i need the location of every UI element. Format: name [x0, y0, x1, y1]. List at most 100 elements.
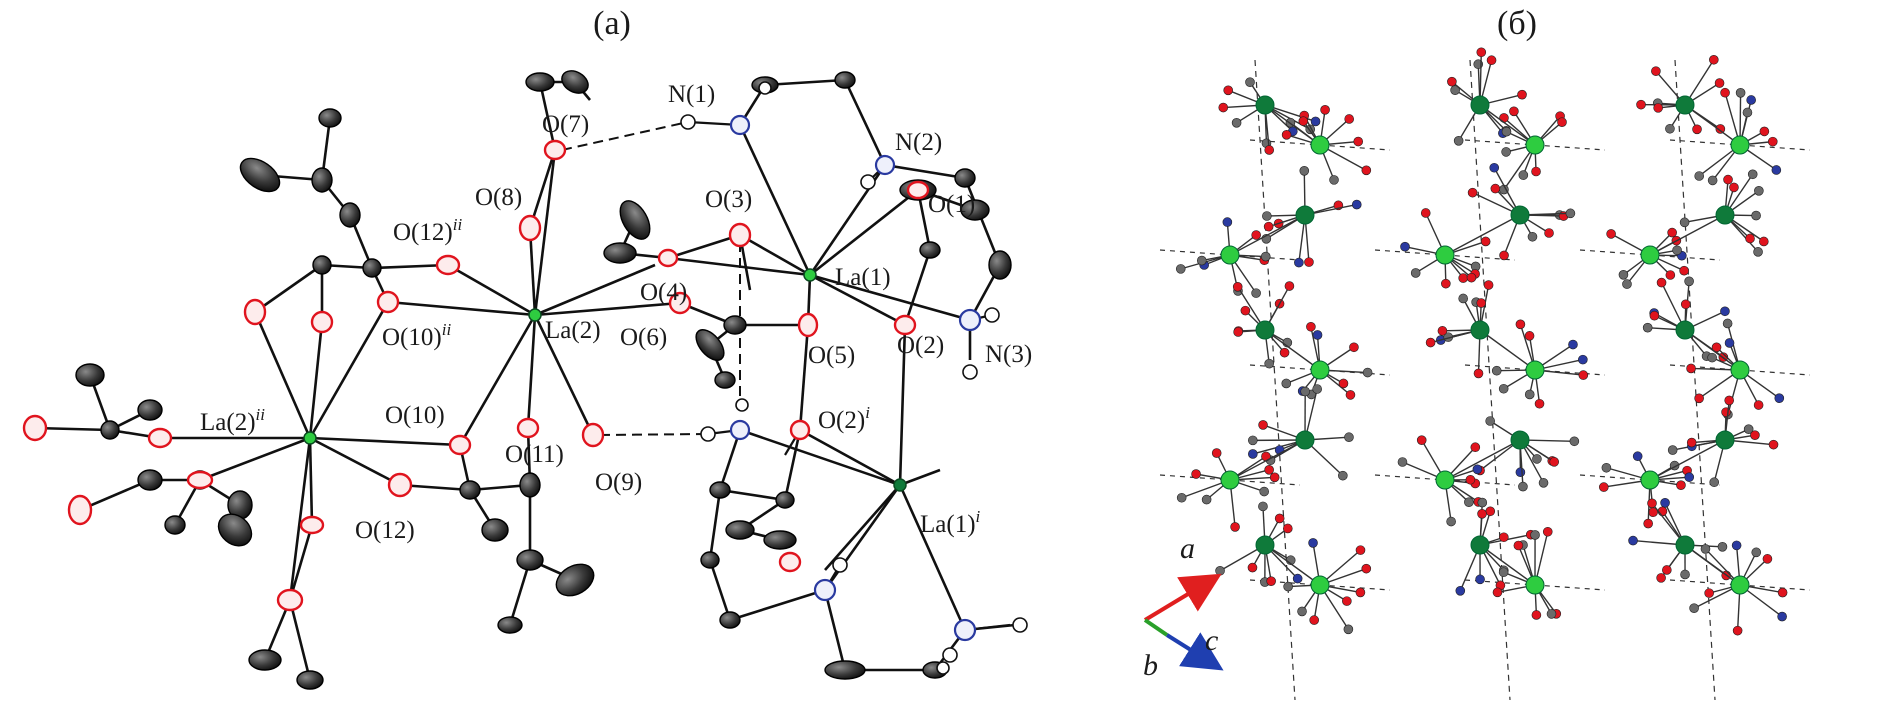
label-o6: O(6) — [620, 324, 667, 351]
carbon-atom — [1751, 547, 1762, 558]
label-n3: N(3) — [985, 341, 1032, 368]
nitrogen-atom — [1489, 162, 1500, 173]
carbon-atom — [1743, 424, 1754, 434]
carbon-atom — [1717, 542, 1728, 552]
oxygen-atom — [1665, 270, 1676, 280]
oxygen-atom — [1416, 435, 1427, 445]
oxygen-atom — [1656, 573, 1666, 583]
oxygen-atom — [1458, 273, 1468, 283]
oxygen-atom — [1342, 596, 1352, 606]
la-atom-light — [1525, 135, 1545, 155]
oxygen-atom — [1281, 130, 1292, 140]
oxygen-atom — [1355, 545, 1366, 555]
nitrogen-atom — [1578, 354, 1588, 365]
oxygen-atom — [1223, 85, 1234, 96]
carbon-atom — [1262, 211, 1272, 221]
oxygen-atom — [1480, 236, 1491, 247]
oxygen-atom — [1606, 229, 1616, 239]
carbon-atom — [1694, 171, 1705, 181]
oxygen-atom — [1298, 116, 1309, 126]
carbon-atom — [1175, 264, 1186, 274]
oxygen-atom — [1715, 124, 1726, 134]
carbon-atom — [1747, 169, 1758, 180]
carbon-atom — [1754, 185, 1764, 196]
axis-c-label: c — [1205, 624, 1218, 657]
oxygen-atom — [1723, 174, 1733, 185]
oxygen-atom — [1264, 465, 1274, 475]
bond — [1684, 329, 1741, 371]
oxygen-atom — [1686, 363, 1696, 374]
oxygen-atom — [1306, 321, 1316, 332]
oxygen-atom — [1531, 166, 1541, 177]
axis-b-label: b — [1143, 649, 1158, 682]
la-atom-dark — [1470, 95, 1490, 115]
oxygen-atom — [1513, 540, 1524, 551]
oxygen-atom — [1274, 513, 1285, 524]
oxygen-atoms — [22, 139, 930, 612]
la-atom-dark — [1470, 535, 1490, 555]
carbon-atom — [1735, 88, 1746, 98]
carbon-atom — [1338, 470, 1348, 481]
oxygen-atom — [1676, 480, 1686, 490]
oxygen-atom — [1211, 448, 1222, 458]
carbon-atom — [1264, 358, 1274, 369]
oxygen-atom — [1768, 439, 1779, 450]
carbon-atom — [1245, 77, 1255, 87]
oxygen-atom — [1578, 370, 1589, 380]
oxygen-atom — [1692, 124, 1702, 135]
panel-b-crystal-packing: (б) a b c — [1125, 0, 1890, 719]
label-la1i: La(1)i — [920, 507, 981, 538]
carbon-atom — [1410, 268, 1421, 278]
nitrogen-atom — [1746, 95, 1756, 105]
oxygen-atom — [1686, 437, 1697, 448]
oxygen-atom — [1465, 474, 1476, 485]
nitrogen-atom — [1475, 574, 1485, 585]
nitrogen-atom — [1771, 165, 1782, 175]
oxygen-atom — [1266, 576, 1276, 586]
carbon-atom — [1464, 497, 1474, 507]
oxygen-atom — [1476, 298, 1487, 308]
carbon-atom — [1753, 247, 1763, 257]
bond — [1229, 214, 1306, 256]
la-atom-dark — [1255, 95, 1275, 115]
carbon-atom — [1538, 478, 1549, 488]
oxygen-atom — [1279, 347, 1290, 358]
panel-a-molecular-structure: (a) — [22, 5, 1032, 690]
label-o12: O(12) — [355, 517, 415, 544]
nitrogen-atom — [1515, 467, 1526, 478]
oxygen-atom — [1473, 368, 1484, 379]
carbon-atom — [1751, 210, 1761, 221]
chain-dash — [1254, 59, 1296, 701]
carbon-atom — [1672, 245, 1682, 256]
oxygen-atom — [1264, 145, 1275, 155]
la-atom-dark — [1675, 95, 1695, 115]
oxygen-atom — [1304, 257, 1314, 267]
carbon-atom — [1618, 270, 1629, 280]
oxygen-atom — [1490, 183, 1501, 194]
carbon-atom — [1362, 367, 1373, 378]
carbon-atom — [1680, 569, 1690, 580]
label-o3: O(3) — [705, 186, 752, 213]
oxygen-atom — [1282, 523, 1293, 534]
carbon-atom — [1299, 165, 1310, 176]
oxygen-atom — [1344, 114, 1355, 124]
oxygen-atom — [1724, 395, 1734, 406]
oxygen-atom — [1218, 102, 1229, 113]
oxygen-atom — [1284, 281, 1295, 291]
panel-b-title: (б) — [1497, 5, 1537, 42]
oxygen-atom — [1477, 509, 1487, 519]
oxygen-atom — [1485, 506, 1496, 517]
oxygen-atom — [1320, 105, 1330, 115]
carbon-atom — [1343, 624, 1354, 635]
oxygen-atom — [1353, 136, 1364, 147]
chain-dash — [1674, 59, 1716, 701]
label-o11: O(11) — [505, 441, 564, 468]
label-o12ii: O(12)ii — [393, 215, 462, 246]
carbon-atom — [1231, 118, 1242, 128]
label-o1: O(1) — [928, 191, 975, 218]
la2ii-atom — [303, 431, 317, 445]
axis-a-label: a — [1180, 532, 1195, 565]
carbon-atom — [1501, 126, 1512, 137]
oxygen-atom — [1598, 482, 1609, 492]
oxygen-atom — [1542, 526, 1553, 537]
